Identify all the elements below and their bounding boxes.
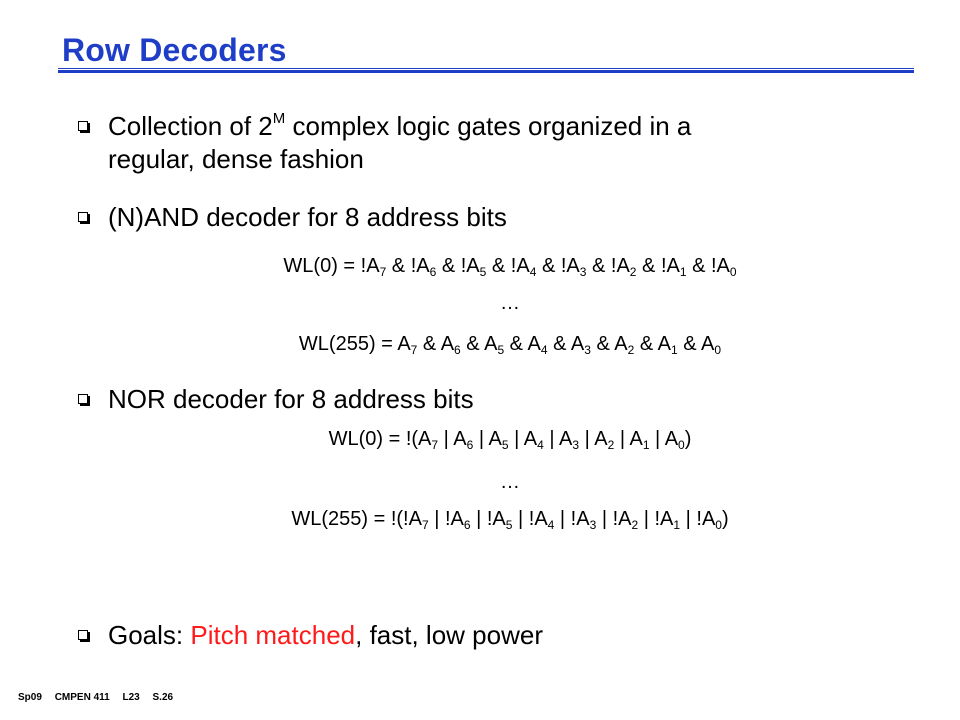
equation-term: & !A <box>686 255 730 277</box>
address-bit-index: 1 <box>673 518 681 532</box>
equation-term: | !A <box>638 508 674 530</box>
address-bit-index: 7 <box>379 265 387 279</box>
bullet-text-pre: Collection of 2 <box>108 111 273 141</box>
equation-lhs: WL(0) = <box>283 255 361 277</box>
address-bit-index: 4 <box>537 438 544 452</box>
equation-term: | A <box>473 428 502 450</box>
equation-and-ellipsis: … <box>500 292 520 314</box>
equation-term: | !A <box>512 508 548 530</box>
address-bit-index: 3 <box>579 265 587 279</box>
address-bit-index: 0 <box>729 265 737 279</box>
address-bit-index: 6 <box>429 265 437 279</box>
equation-term: & !A <box>386 255 430 277</box>
slide-footer: Sp09 CMPEN 411 L23 S.26 <box>18 692 183 703</box>
equation-term: | A <box>579 428 608 450</box>
equation-term: !A <box>360 255 380 277</box>
equation-term: & A <box>547 333 585 355</box>
equation-nor-ellipsis: … <box>500 471 520 493</box>
superscript-m: M <box>272 110 286 127</box>
address-bit-index: 1 <box>679 265 687 279</box>
address-bit-index: 0 <box>714 343 722 357</box>
equation-term: | A <box>614 428 643 450</box>
bullet-text-post: complex logic gates organized in a <box>285 111 692 141</box>
equation-term: !(A <box>405 428 432 450</box>
equation-and-wl0: WL(0) = !A7 & !A6 & !A5 & !A4 & !A3 & !A… <box>0 255 960 278</box>
address-bit-index: 2 <box>629 265 637 279</box>
bullet-text: (N)AND decoder for 8 address bits <box>108 202 507 232</box>
equation-term: | A <box>649 428 679 450</box>
address-bit-index: 3 <box>589 518 597 532</box>
title-rule-thick <box>58 70 914 73</box>
equation-term: & A <box>460 333 498 355</box>
equation-term: | A <box>543 428 573 450</box>
equation-nor-wl255: WL(255) = !(!A7 | !A6 | !A5 | !A4 | !A3 … <box>0 508 960 531</box>
equation-term: & A <box>634 333 671 355</box>
slide-title: Row Decoders <box>62 32 287 68</box>
address-bit-index: 2 <box>627 343 635 357</box>
goals-rest: , fast, low power <box>355 620 543 650</box>
address-bit-index: 2 <box>631 518 639 532</box>
address-bit-index: 3 <box>572 438 580 452</box>
footer-course: CMPEN 411 <box>54 692 110 703</box>
address-bit-index: 5 <box>497 343 505 357</box>
bullet-text: NOR decoder for 8 address bits <box>108 384 474 414</box>
equation-term: | !A <box>596 508 632 530</box>
bullet-square-icon <box>78 212 88 222</box>
address-bit-index: 1 <box>671 343 678 357</box>
address-bit-index: 4 <box>540 343 548 357</box>
address-bit-index: 4 <box>529 265 537 279</box>
address-bit-index: 0 <box>715 518 722 532</box>
equation-term: & A <box>417 333 455 355</box>
equation-term: & !A <box>536 255 580 277</box>
footer-lecture: L23 <box>122 692 140 703</box>
equation-term: & !A <box>636 255 680 277</box>
equation-term: A <box>397 333 411 355</box>
equation-term: & !A <box>486 255 530 277</box>
equation-term: & A <box>504 333 541 355</box>
address-bit-index: 5 <box>479 265 487 279</box>
bullet-text-line2: regular, dense fashion <box>108 144 364 174</box>
equation-term: & !A <box>586 255 630 277</box>
goals-highlight: Pitch matched <box>190 620 356 650</box>
address-bit-index: 7 <box>421 518 429 532</box>
goals-label: Goals: <box>108 620 191 650</box>
equation-term: | A <box>438 428 467 450</box>
address-bit-index: 7 <box>410 343 418 357</box>
address-bit-index: 6 <box>466 438 474 452</box>
address-bit-index: 6 <box>463 518 471 532</box>
equation-term: ) <box>721 508 729 530</box>
equation-lhs: WL(255) = <box>298 333 398 355</box>
address-bit-index: 0 <box>678 438 685 452</box>
equation-term: | !A <box>428 508 464 530</box>
equation-term: | !A <box>554 508 590 530</box>
address-bit-index: 2 <box>607 438 615 452</box>
address-bit-index: 1 <box>642 438 650 452</box>
bullet-square-icon <box>78 394 88 404</box>
footer-term: Sp09 <box>18 692 42 703</box>
equation-term: & !A <box>436 255 480 277</box>
address-bit-index: 5 <box>505 518 513 532</box>
equation-term: | !A <box>470 508 506 530</box>
address-bit-index: 5 <box>501 438 509 452</box>
equation-term: | A <box>508 428 538 450</box>
equation-term: & A <box>590 333 628 355</box>
equation-and-wl255: WL(255) = A7 & A6 & A5 & A4 & A3 & A2 & … <box>0 333 960 356</box>
address-bit-index: 6 <box>454 343 461 357</box>
address-bit-index: 4 <box>547 518 555 532</box>
equation-term: !(!A <box>390 508 422 530</box>
equation-lhs: WL(0) = <box>328 428 406 450</box>
equation-term: ) <box>684 428 692 450</box>
address-bit-index: 3 <box>584 343 591 357</box>
equation-term: & A <box>677 333 715 355</box>
equation-term: | !A <box>680 508 716 530</box>
bullet-square-icon <box>78 630 88 640</box>
address-bit-index: 7 <box>431 438 439 452</box>
equation-lhs: WL(255) = <box>291 508 391 530</box>
title-rule <box>58 68 914 69</box>
footer-slide-number: S.26 <box>152 692 174 703</box>
equation-nor-wl0: WL(0) = !(A7 | A6 | A5 | A4 | A3 | A2 | … <box>0 428 960 451</box>
bullet-text: Collection of 2M complex logic gates org… <box>108 110 691 143</box>
bullet-square-icon <box>78 121 88 131</box>
bullet-text: Goals: Pitch matched, fast, low power <box>108 619 543 652</box>
